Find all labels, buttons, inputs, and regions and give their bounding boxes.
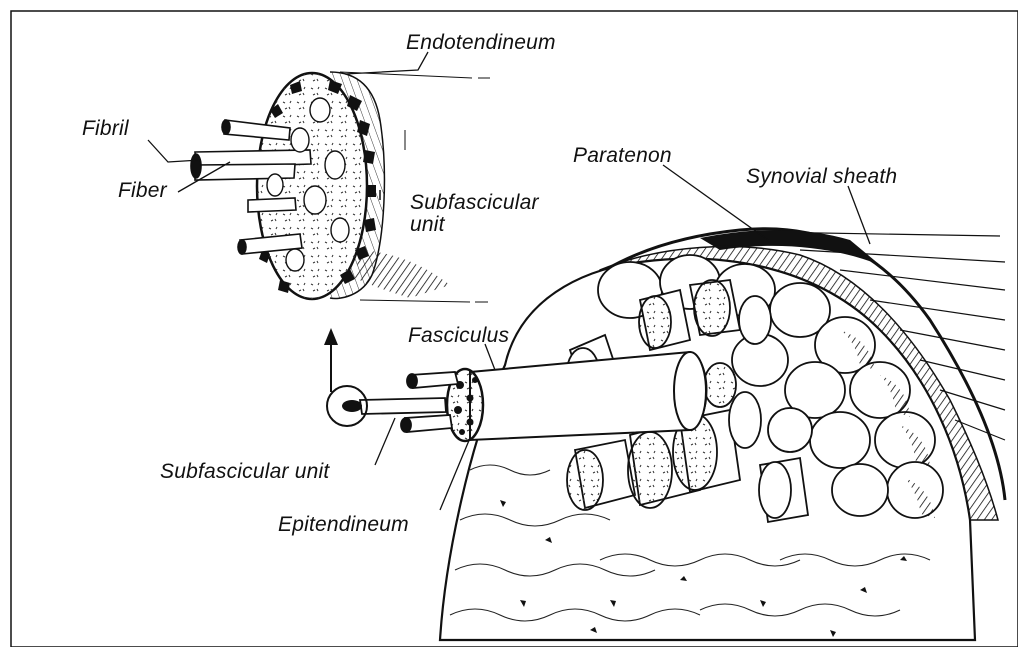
- magnify-arrow-head: [324, 328, 338, 345]
- label-fiber: Fiber: [118, 180, 167, 201]
- label-epitendineum: Epitendineum: [278, 514, 409, 535]
- label-endotendineum: Endotendineum: [406, 32, 556, 53]
- label-subfascicular-unit-top-text: Subfascicular unit: [410, 191, 539, 236]
- label-synovial-sheath: Synovial sheath: [746, 166, 897, 187]
- label-fasciculus: Fasciculus: [408, 325, 509, 346]
- protruding-units: [360, 372, 458, 432]
- label-subfascicular-unit-bottom: Subfascicular unit: [160, 461, 329, 482]
- subfascicular-unit-detail: [191, 72, 490, 302]
- label-fibril: Fibril: [82, 118, 129, 139]
- label-subfascicular-unit-top: Subfascicular unit: [410, 192, 570, 236]
- label-paratenon: Paratenon: [573, 145, 672, 166]
